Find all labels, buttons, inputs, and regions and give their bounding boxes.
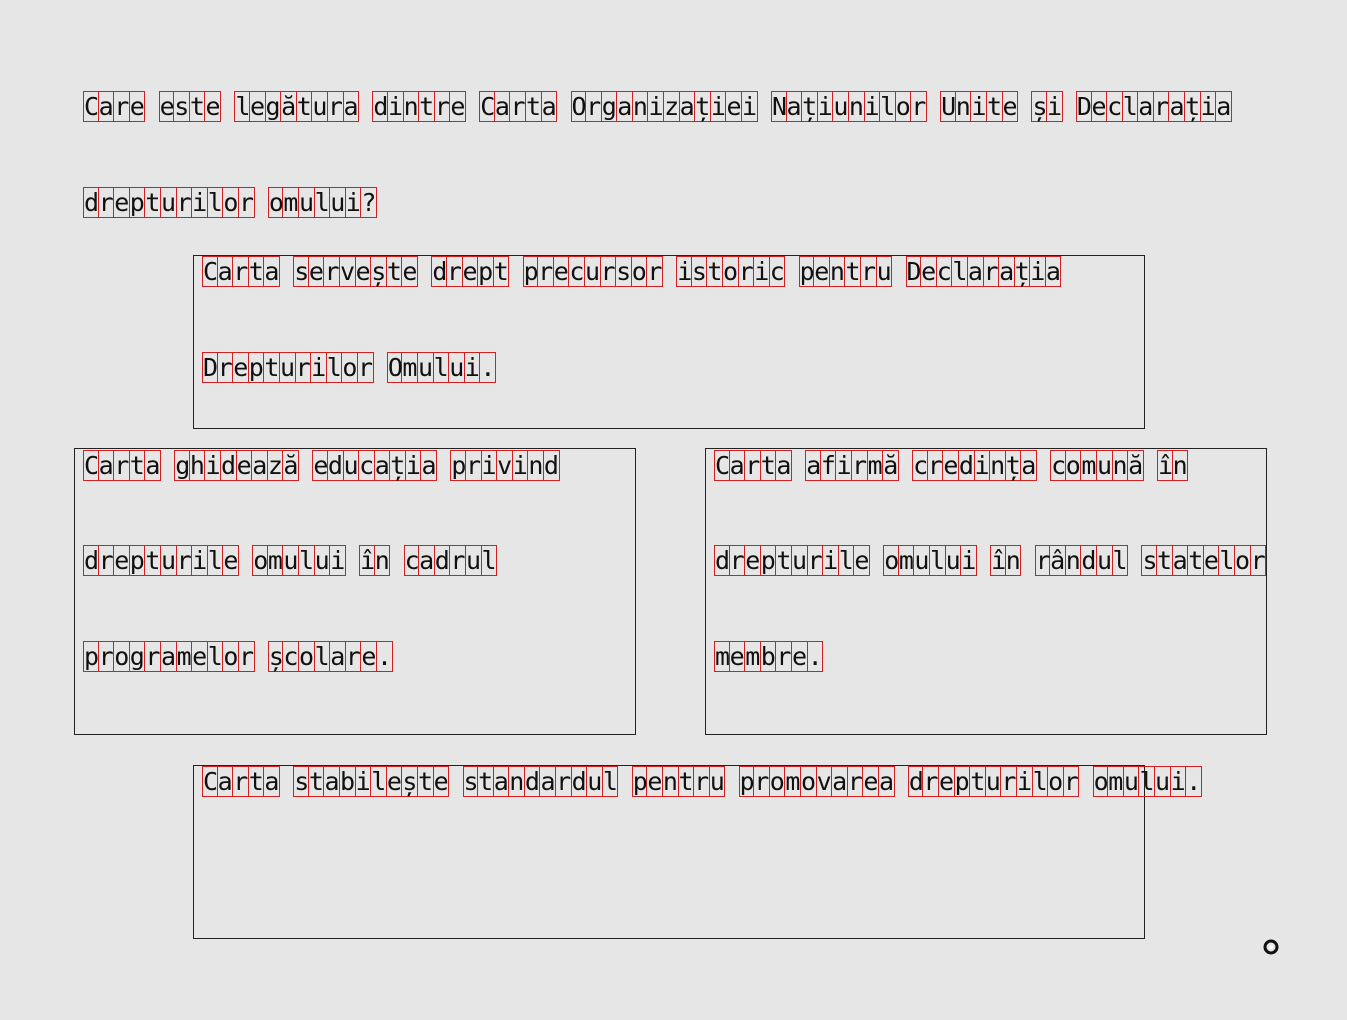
text-glyphs: Carta servește drept precursor istoric p… — [202, 256, 1062, 287]
answer-option-text-line: Carta afirmă credința comună în — [714, 450, 1189, 482]
answer-option-text-line: Carta stabilește standardul pentru promo… — [202, 766, 1202, 798]
text-glyphs: drepturile omului în rândul statelor — [714, 545, 1267, 576]
question-line: Care este legătura dintre Carta Organiza… — [83, 91, 1232, 123]
text-glyphs: programelor școlare. — [83, 641, 393, 672]
text-glyphs: Carta afirmă credința comună în — [714, 450, 1189, 481]
text-glyphs: membre. — [714, 641, 824, 672]
text-glyphs: drepturile omului în cadrul — [83, 545, 498, 576]
answer-option-text-line: drepturile omului în cadrul — [83, 545, 498, 577]
answer-option-text-line: Carta ghidează educația privind — [83, 450, 560, 482]
text-glyphs: drepturilor omului? — [83, 187, 377, 218]
question-line: drepturilor omului? — [83, 187, 377, 219]
answer-option-text-line: programelor școlare. — [83, 641, 393, 673]
text-glyphs: Care este legătura dintre Carta Organiza… — [83, 91, 1232, 122]
answer-option-text-line: Drepturilor Omului. — [202, 352, 496, 384]
answer-option-text-line: Carta servește drept precursor istoric p… — [202, 256, 1062, 288]
answer-option-1[interactable]: Carta servește drept precursor istoric p… — [193, 255, 1145, 429]
text-glyphs: Drepturilor Omului. — [202, 352, 496, 383]
answer-option-4[interactable]: Carta stabilește standardul pentru promo… — [193, 765, 1202, 939]
text-glyphs: Carta stabilește standardul pentru promo… — [202, 766, 1202, 797]
answer-option-text-line: drepturile omului în rândul statelor — [714, 545, 1267, 577]
text-glyphs: Carta ghidează educația privind — [83, 450, 560, 481]
answer-option-3[interactable]: Carta afirmă credința comună în drepturi… — [705, 448, 1267, 735]
ring-cursor-icon — [1263, 939, 1279, 955]
answer-option-2[interactable]: Carta ghidează educația privind drepturi… — [74, 448, 636, 735]
answer-option-text-line: membre. — [714, 641, 824, 673]
